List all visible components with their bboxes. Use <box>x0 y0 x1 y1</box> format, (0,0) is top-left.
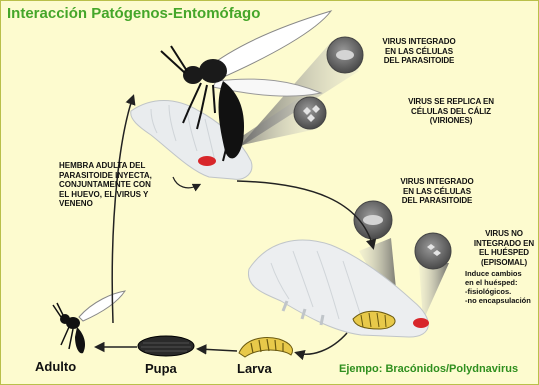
stage-label-adult: Adulto <box>35 359 76 374</box>
label-virus-replicates-calyx: VIRUS SE REPLICA EN CÉLULAS DEL CÁLIZ (V… <box>395 97 507 126</box>
injection-site-marker-2 <box>413 318 429 328</box>
arrow-label-to-injection <box>173 177 199 188</box>
injection-site-marker-1 <box>198 156 216 166</box>
adult-wasp-small <box>53 291 125 353</box>
label-virus-not-integrated-host: VIRUS NO INTEGRADO EN EL HUÉSPED (EPISOM… <box>469 229 539 267</box>
stage-label-larva: Larva <box>237 361 272 376</box>
pupa-drawing <box>138 336 194 356</box>
label-virus-integrated-parasitoid-1: VIRUS INTEGRADO EN LAS CÉLULAS DEL PARAS… <box>373 37 465 66</box>
arrow-to-larva-development <box>237 181 373 247</box>
label-virus-integrated-parasitoid-2: VIRUS INTEGRADO EN LAS CÉLULAS DEL PARAS… <box>387 177 487 206</box>
label-induces-changes: Induce cambios en el huésped: -fisiológi… <box>465 269 539 305</box>
arrow-host-to-larva <box>297 333 347 354</box>
larva-drawing <box>239 338 293 357</box>
arrow-adult-to-oviposition <box>112 97 133 323</box>
arrow-larva-to-pupa <box>199 349 237 351</box>
stage-label-pupa: Pupa <box>145 361 177 376</box>
label-female-injects: HEMBRA ADULTA DEL PARASITOIDE INYECTA, C… <box>59 161 169 209</box>
example-caption: Ejempo: Bracónidos/Polydnavirus <box>339 363 518 375</box>
detail-circle-4 <box>415 233 451 269</box>
diagram-title: Interacción Patógenos-Entomófago <box>7 5 260 22</box>
detail-circle-2 <box>294 97 326 129</box>
caterpillar-lower <box>248 240 429 337</box>
